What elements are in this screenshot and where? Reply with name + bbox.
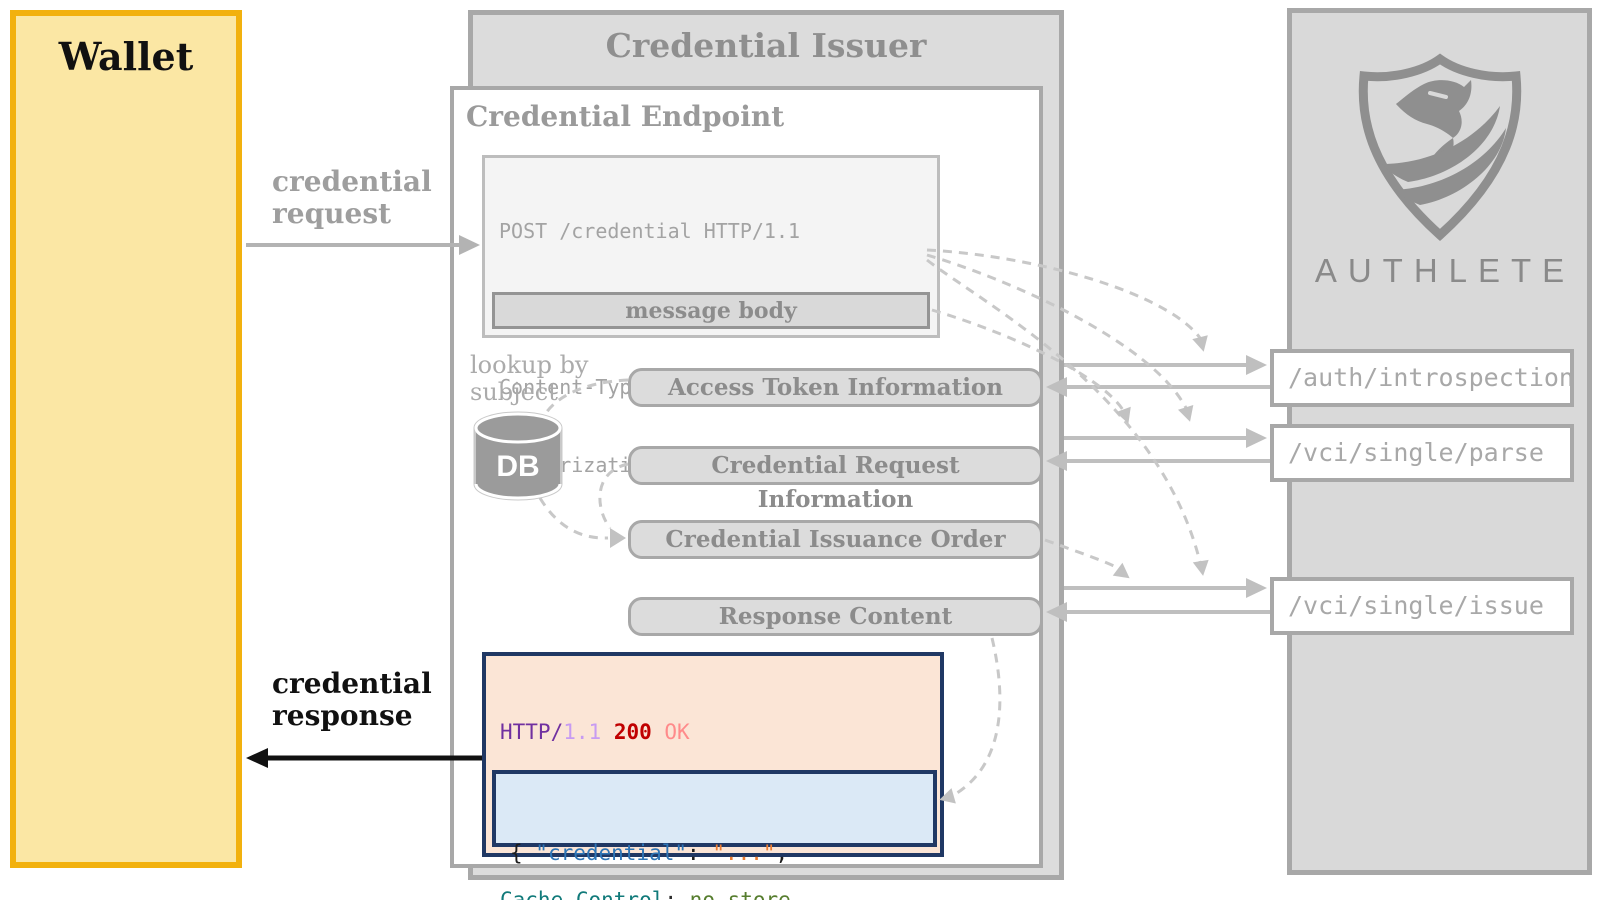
json-body-box: { "credential": "...", ... } bbox=[492, 770, 937, 865]
dashed-head-issue-2 bbox=[1112, 562, 1130, 579]
arrow-issue-response bbox=[1046, 602, 1270, 622]
auth-introspection-endpoint: /auth/introspection bbox=[1270, 349, 1574, 407]
arrow-introspection-response bbox=[1046, 377, 1270, 397]
authlete-logo-icon bbox=[1352, 52, 1528, 248]
db-label: DB bbox=[496, 450, 539, 483]
lookup-by-subject-label: lookup by subject bbox=[470, 351, 589, 406]
database-icon: DB bbox=[468, 408, 568, 506]
dashed-head-issue-1 bbox=[1192, 559, 1209, 576]
message-body-box: message body bbox=[492, 292, 930, 329]
vci-single-parse-endpoint: /vci/single/parse bbox=[1270, 424, 1574, 482]
dashed-head-introspection bbox=[1192, 335, 1208, 352]
arrow-introspection-request bbox=[1064, 355, 1267, 375]
arrow-parse-response bbox=[1046, 451, 1270, 471]
header-cache-control: Cache-Control: no-store bbox=[500, 888, 791, 900]
credential-issuer-title: Credential Issuer bbox=[605, 26, 927, 65]
arrow-parse-request bbox=[1064, 428, 1267, 448]
credential-issuance-order-box: Credential Issuance Order bbox=[628, 520, 1043, 559]
wallet-box: Wallet bbox=[10, 10, 242, 868]
response-content-box: Response Content bbox=[628, 597, 1043, 636]
dashed-head-parse-2 bbox=[1115, 406, 1131, 424]
authlete-wordmark: AUTHLETE bbox=[1314, 252, 1576, 289]
arrow-issue-request bbox=[1064, 578, 1267, 598]
status-line: HTTP/1.1 200 OK bbox=[500, 720, 690, 744]
access-token-information-box: Access Token Information bbox=[628, 368, 1043, 407]
request-line-1: POST /credential HTTP/1.1 bbox=[499, 219, 801, 243]
json-line-1: { "credential": "...", bbox=[510, 841, 789, 865]
arrow-credential-request bbox=[246, 235, 480, 255]
vci-single-issue-endpoint: /vci/single/issue bbox=[1270, 577, 1574, 635]
arrow-credential-response bbox=[246, 748, 482, 768]
credential-endpoint-title: Credential Endpoint bbox=[466, 100, 785, 133]
wallet-title: Wallet bbox=[58, 34, 194, 79]
credential-request-information-box: Credential Request Information bbox=[628, 446, 1043, 513]
dashed-head-parse-1 bbox=[1178, 405, 1194, 422]
